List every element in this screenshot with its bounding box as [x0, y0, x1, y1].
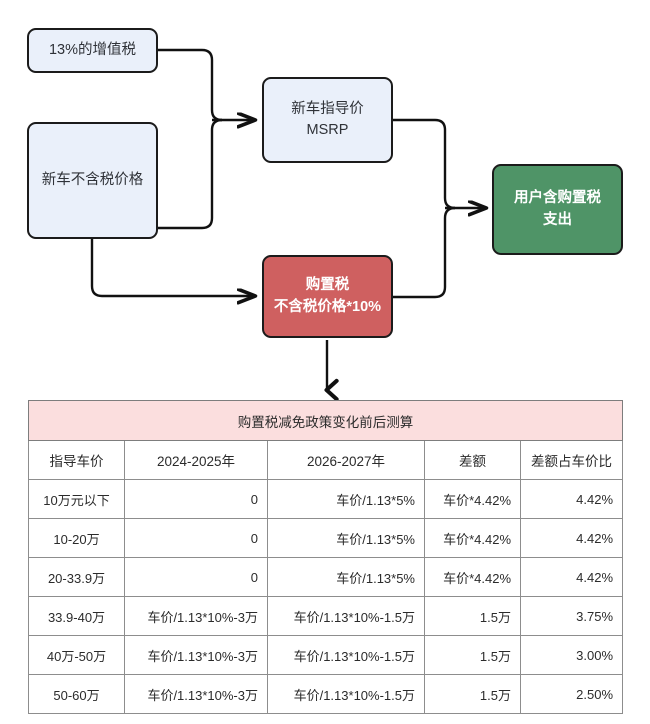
cell-2026-2027: 车价/1.13*5% — [267, 518, 425, 558]
column-header-0: 指导车价 — [28, 440, 125, 480]
table-header-row: 指导车价 2024-2025年 2026-2027年 差额 差额占车价比 — [28, 440, 624, 480]
connector-msrp-to-user — [393, 118, 456, 210]
cell-diff-ratio: 4.42% — [519, 479, 624, 519]
connector-extax-to-purchasetax — [90, 239, 255, 296]
purchase-tax-calculation-table: 购置税减免政策变化前后测算 指导车价 2024-2025年 2026-2027年… — [27, 400, 624, 714]
cell-2026-2027: 车价/1.13*10%-1.5万 — [267, 635, 425, 675]
cell-2024-2025: 车价/1.13*10%-3万 — [124, 635, 268, 675]
cell-difference: 1.5万 — [424, 674, 521, 714]
cell-price-range: 10万元以下 — [28, 479, 125, 519]
cell-difference: 车价*4.42% — [424, 518, 521, 558]
node-purchase-tax-line-2: 不含税价格*10% — [273, 298, 382, 315]
flowchart-diagram: 13%的增值税 新车不含税价格 新车指导价 MSRP 购置税 不含税价格*10%… — [27, 28, 650, 400]
cell-2026-2027: 车价/1.13*5% — [267, 557, 425, 597]
node-purchase-tax: 购置税 不含税价格*10% — [262, 255, 393, 338]
cell-2024-2025: 车价/1.13*10%-3万 — [124, 674, 268, 714]
cell-diff-ratio: 4.42% — [519, 518, 624, 558]
connector-vat-to-msrp — [158, 48, 223, 122]
cell-2026-2027: 车价/1.13*5% — [267, 479, 425, 519]
table-title-row: 购置税减免政策变化前后测算 — [27, 400, 624, 441]
node-vat: 13%的增值税 — [27, 28, 158, 73]
node-vat-line-1: 13%的增值税 — [48, 41, 137, 58]
cell-diff-ratio: 3.00% — [519, 635, 624, 675]
table-row: 10万元以下 0 车价/1.13*5% 车价*4.42% 4.42% — [28, 479, 624, 519]
node-user-cost: 用户含购置税 支出 — [492, 164, 623, 255]
cell-2024-2025: 0 — [124, 518, 268, 558]
connector-purchasetax-to-user — [393, 206, 456, 299]
cell-diff-ratio: 3.75% — [519, 596, 624, 636]
flowchart-connectors — [90, 48, 650, 400]
cell-difference: 车价*4.42% — [424, 557, 521, 597]
node-msrp-line-1: 新车指导价 — [291, 100, 364, 117]
table-row: 40万-50万 车价/1.13*10%-3万 车价/1.13*10%-1.5万 … — [28, 635, 624, 675]
cell-price-range: 10-20万 — [28, 518, 125, 558]
table-row: 50-60万 车价/1.13*10%-3万 车价/1.13*10%-1.5万 1… — [28, 674, 624, 714]
table-title: 购置税减免政策变化前后测算 — [27, 400, 624, 441]
cell-price-range: 33.9-40万 — [28, 596, 125, 636]
table-row: 20-33.9万 0 车价/1.13*5% 车价*4.42% 4.42% — [28, 557, 624, 597]
cell-2026-2027: 车价/1.13*10%-1.5万 — [267, 596, 425, 636]
node-ex-tax-price-line-1: 新车不含税价格 — [41, 171, 144, 188]
cell-2024-2025: 0 — [124, 479, 268, 519]
column-header-3: 差额 — [424, 440, 521, 480]
connector-extax-to-msrp — [158, 118, 223, 230]
cell-2024-2025: 车价/1.13*10%-3万 — [124, 596, 268, 636]
cell-diff-ratio: 2.50% — [519, 674, 624, 714]
cell-2024-2025: 0 — [124, 557, 268, 597]
column-header-4: 差额占车价比 — [519, 440, 624, 480]
node-msrp: 新车指导价 MSRP — [262, 77, 393, 163]
cell-price-range: 20-33.9万 — [28, 557, 125, 597]
column-header-1: 2024-2025年 — [124, 440, 268, 480]
table-row: 33.9-40万 车价/1.13*10%-3万 车价/1.13*10%-1.5万… — [28, 596, 624, 636]
cell-price-range: 50-60万 — [28, 674, 125, 714]
cell-difference: 1.5万 — [424, 635, 521, 675]
node-ex-tax-price: 新车不含税价格 — [27, 122, 158, 239]
cell-price-range: 40万-50万 — [28, 635, 125, 675]
node-user-cost-line-2: 支出 — [543, 211, 572, 228]
column-header-2: 2026-2027年 — [267, 440, 425, 480]
cell-difference: 车价*4.42% — [424, 479, 521, 519]
node-user-cost-line-1: 用户含购置税 — [514, 190, 601, 207]
node-msrp-line-2: MSRP — [306, 122, 349, 138]
cell-diff-ratio: 4.42% — [519, 557, 624, 597]
table-row: 10-20万 0 车价/1.13*5% 车价*4.42% 4.42% — [28, 518, 624, 558]
node-purchase-tax-line-1: 购置税 — [305, 277, 350, 294]
cell-difference: 1.5万 — [424, 596, 521, 636]
cell-2026-2027: 车价/1.13*10%-1.5万 — [267, 674, 425, 714]
